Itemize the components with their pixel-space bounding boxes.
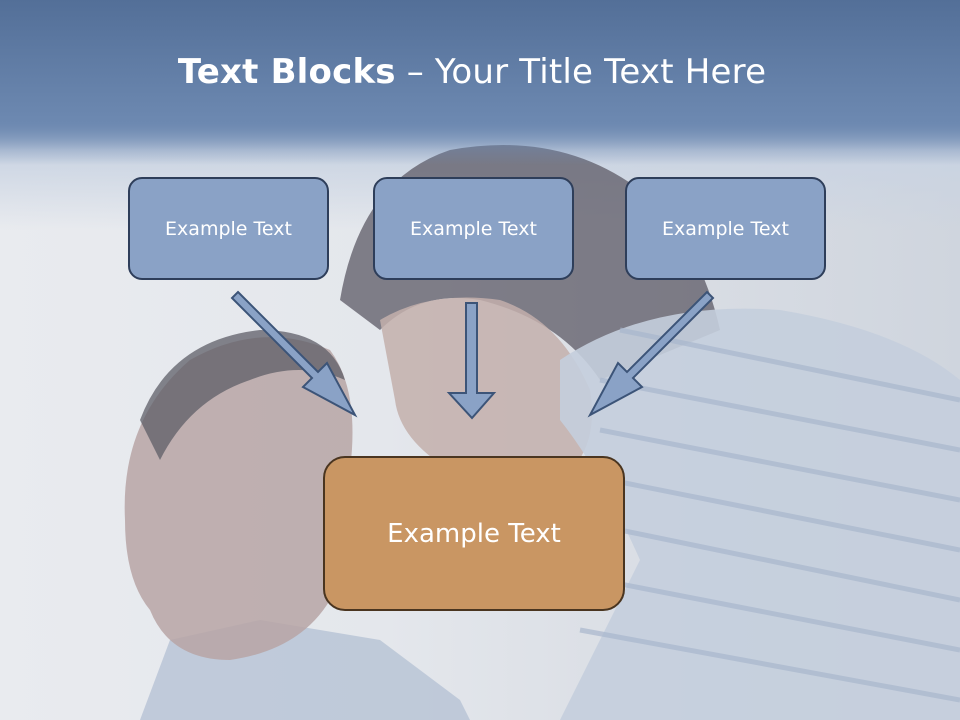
text-block-top-center: Example Text — [373, 177, 574, 280]
arrow-left — [230, 290, 358, 418]
text-block-top-left: Example Text — [128, 177, 329, 280]
text-block-bottom: Example Text — [323, 456, 625, 611]
arrow-center — [446, 302, 497, 420]
arrow-right — [587, 290, 715, 418]
title-bold: Text Blocks — [177, 52, 396, 92]
title-regular: – Your Title Text Here — [395, 52, 767, 92]
slide-title: Text Blocks – Your Title Text Here — [0, 52, 944, 92]
text-block-top-right: Example Text — [625, 177, 826, 280]
